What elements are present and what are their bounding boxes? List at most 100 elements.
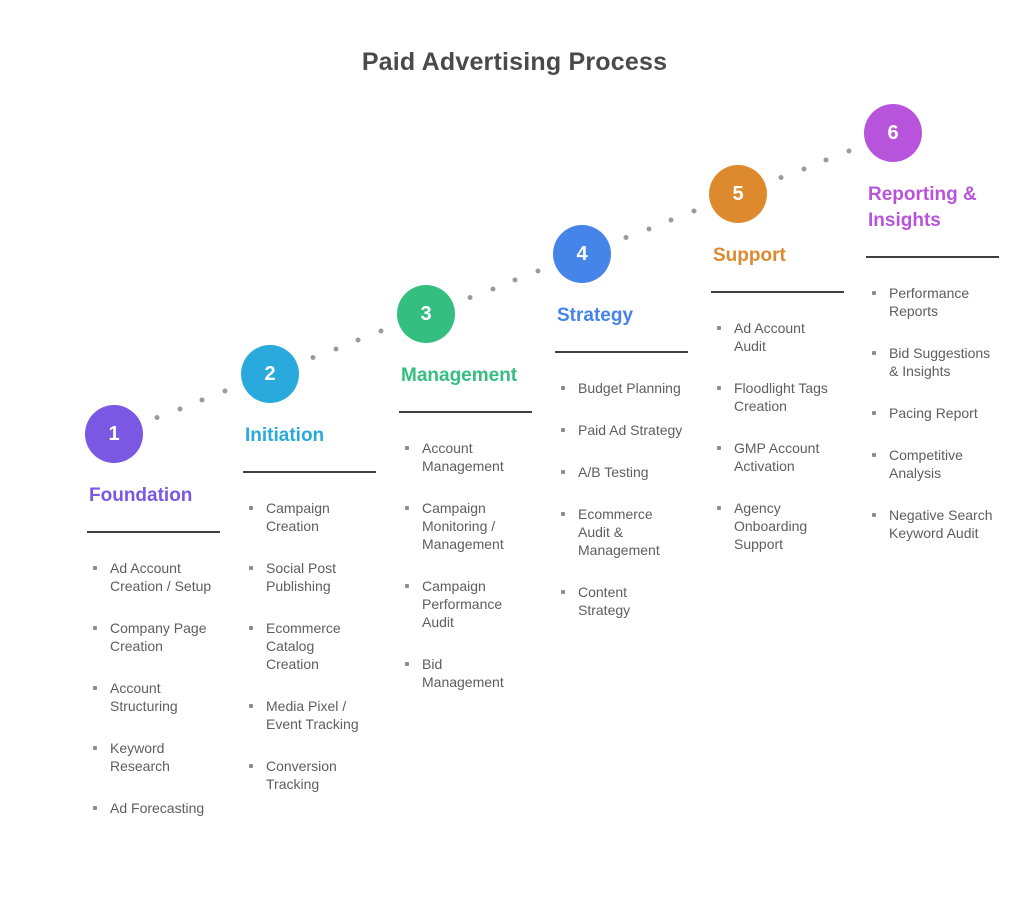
list-item: Ad Account Creation / Setup	[85, 559, 215, 595]
bullet-icon	[93, 746, 97, 750]
diagram-title: Paid Advertising Process	[361, 48, 668, 76]
divider-line	[243, 471, 376, 473]
list-item-text: Bid Management	[422, 656, 504, 690]
list-item: Campaign Monitoring / Management	[397, 499, 527, 553]
list-item: Pacing Report	[864, 404, 994, 422]
list-item: Ad Account Audit	[709, 319, 839, 355]
list-item: Conversion Tracking	[241, 757, 371, 793]
list-item: GMP Account Activation	[709, 439, 839, 475]
step-reporting-insights: 6 Reporting & Insights Performance Repor…	[864, 104, 1004, 566]
bullet-icon	[717, 326, 721, 330]
list-item-text: Keyword Research	[110, 740, 170, 774]
list-item: Ecommerce Audit & Management	[553, 505, 683, 559]
list-item: Keyword Research	[85, 739, 215, 775]
list-item: Budget Planning	[553, 379, 683, 397]
bullet-icon	[872, 513, 876, 517]
list-item-text: Competitive Analysis	[889, 447, 963, 481]
list-item: Bid Management	[397, 655, 527, 691]
list-item-text: Ecommerce Audit & Management	[578, 506, 660, 558]
step-support: 5 Support Ad Account Audit Floodlight Ta…	[709, 165, 849, 577]
step-title: Initiation	[245, 425, 325, 446]
step-number-badge: 6	[864, 104, 922, 162]
step-item-list: Ad Account Audit Floodlight Tags Creatio…	[709, 319, 849, 553]
divider-line	[555, 351, 688, 353]
list-item-text: Company Page Creation	[110, 620, 207, 654]
list-item: Agency Onboarding Support	[709, 499, 839, 553]
bullet-icon	[405, 506, 409, 510]
list-item: Bid Suggestions & Insights	[864, 344, 994, 380]
list-item: Account Management	[397, 439, 527, 475]
divider-line	[711, 291, 844, 293]
bullet-icon	[872, 453, 876, 457]
list-item: Negative Search Keyword Audit	[864, 506, 994, 542]
step-management: 3 Management Account Management Campaign…	[397, 285, 537, 715]
bullet-icon	[249, 704, 253, 708]
step-number-badge: 4	[553, 225, 611, 283]
bullet-icon	[93, 806, 97, 810]
list-item: Campaign Performance Audit	[397, 577, 527, 631]
bullet-icon	[93, 626, 97, 630]
list-item-text: Account Management	[422, 440, 504, 474]
list-item-text: Pacing Report	[889, 405, 978, 421]
bullet-icon	[93, 566, 97, 570]
step-foundation: 1 Foundation Ad Account Creation / Setup…	[85, 405, 225, 841]
list-item: Competitive Analysis	[864, 446, 994, 482]
list-item-text: Paid Ad Strategy	[578, 422, 683, 438]
list-item-text: Negative Search Keyword Audit	[889, 507, 993, 541]
step-title: Management	[401, 365, 518, 386]
step-item-list: Account Management Campaign Monitoring /…	[397, 439, 537, 691]
bullet-icon	[561, 470, 565, 474]
list-item-text: Ad Forecasting	[110, 800, 205, 816]
step-number-badge: 1	[85, 405, 143, 463]
list-item: Media Pixel / Event Tracking	[241, 697, 371, 733]
step-item-list: Performance Reports Bid Suggestions & In…	[864, 284, 1004, 542]
step-strategy: 4 Strategy Budget Planning Paid Ad Strat…	[553, 225, 693, 643]
bullet-icon	[717, 446, 721, 450]
step-number-badge: 3	[397, 285, 455, 343]
list-item-text: Conversion Tracking	[266, 758, 337, 792]
bullet-icon	[561, 512, 565, 516]
step-title: Reporting & Insights	[868, 184, 977, 231]
list-item-text: Ad Account Creation / Setup	[110, 560, 212, 594]
step-number-badge: 2	[241, 345, 299, 403]
step-title: Strategy	[557, 305, 634, 326]
divider-line	[866, 256, 999, 258]
list-item-text: Budget Planning	[578, 380, 681, 396]
list-item-text: A/B Testing	[578, 464, 649, 480]
bullet-icon	[872, 291, 876, 295]
list-item-text: Ecommerce Catalog Creation	[266, 620, 341, 672]
step-initiation: 2 Initiation Campaign Creation Social Po…	[241, 345, 381, 817]
list-item: A/B Testing	[553, 463, 683, 481]
list-item-text: Campaign Creation	[266, 500, 330, 534]
bullet-icon	[561, 386, 565, 390]
list-item-text: Bid Suggestions & Insights	[889, 345, 991, 379]
step-title: Foundation	[89, 485, 193, 506]
step-title: Support	[713, 245, 786, 266]
list-item-text: Floodlight Tags Creation	[734, 380, 828, 414]
list-item: Account Structuring	[85, 679, 215, 715]
list-item-text: Media Pixel / Event Tracking	[266, 698, 359, 732]
list-item: Ad Forecasting	[85, 799, 215, 817]
list-item: Content Strategy	[553, 583, 683, 619]
list-item: Ecommerce Catalog Creation	[241, 619, 371, 673]
bullet-icon	[405, 446, 409, 450]
list-item-text: Social Post Publishing	[266, 560, 337, 594]
list-item-text: Campaign Monitoring / Management	[422, 500, 504, 552]
list-item-text: Ad Account Audit	[734, 320, 805, 354]
bullet-icon	[249, 506, 253, 510]
list-item: Campaign Creation	[241, 499, 371, 535]
list-item: Floodlight Tags Creation	[709, 379, 839, 415]
bullet-icon	[561, 590, 565, 594]
divider-line	[399, 411, 532, 413]
step-item-list: Campaign Creation Social Post Publishing…	[241, 499, 381, 793]
divider-line	[87, 531, 220, 533]
list-item-text: Account Structuring	[110, 680, 178, 714]
bullet-icon	[405, 662, 409, 666]
list-item: Performance Reports	[864, 284, 994, 320]
bullet-icon	[249, 566, 253, 570]
bullet-icon	[405, 584, 409, 588]
step-item-list: Ad Account Creation / Setup Company Page…	[85, 559, 225, 817]
list-item-text: Campaign Performance Audit	[422, 578, 503, 630]
bullet-icon	[717, 506, 721, 510]
